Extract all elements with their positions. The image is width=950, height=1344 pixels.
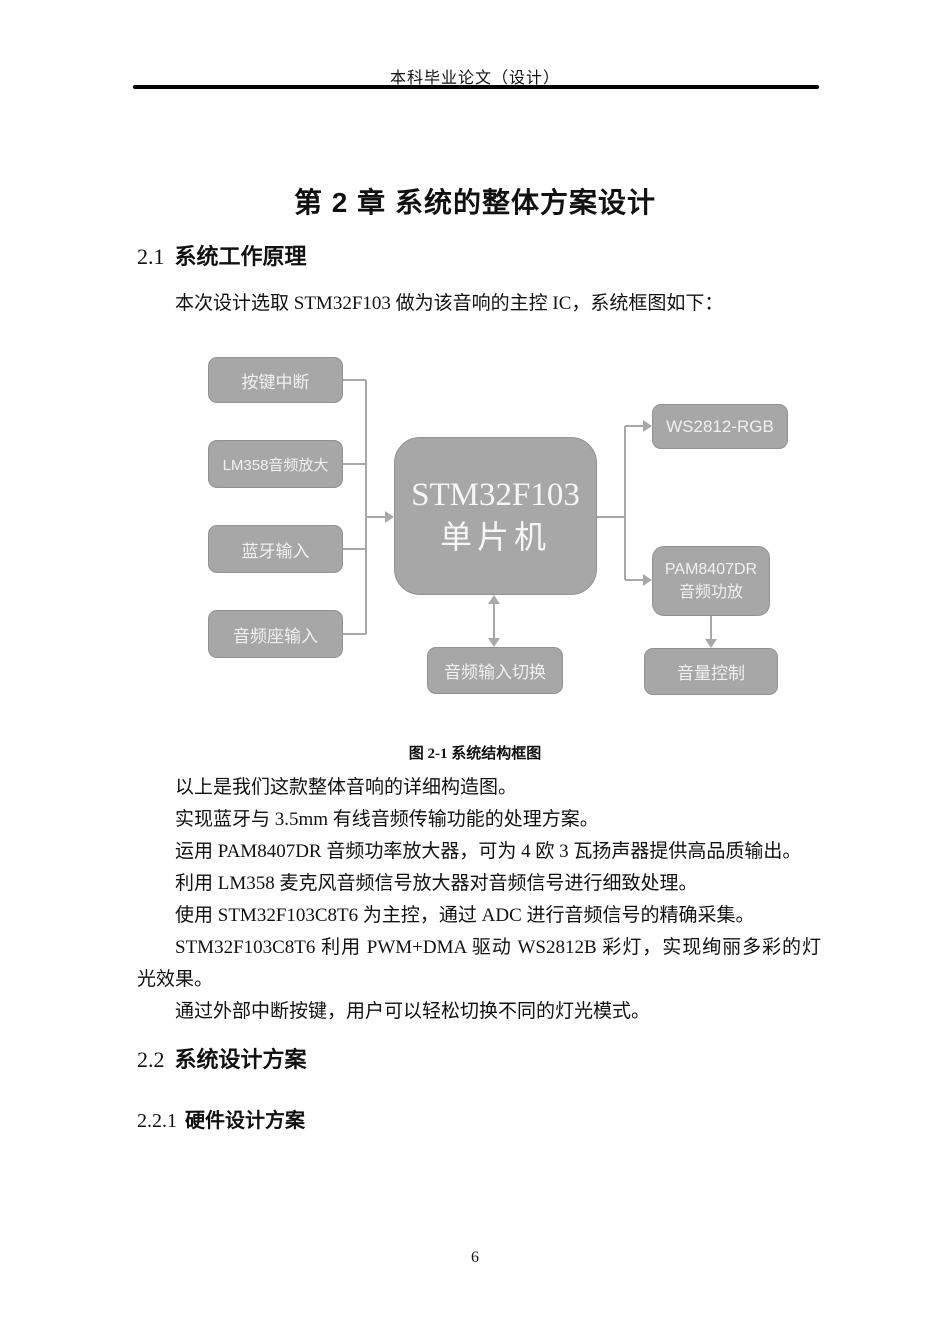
section-number: 2.2	[137, 1047, 165, 1072]
running-header: 本科毕业论文（设计）	[389, 70, 560, 87]
intro-paragraph: 本次设计选取 STM32F103 做为该音响的主控 IC，系统框图如下：	[175, 293, 724, 314]
section-number: 2.1	[137, 244, 165, 269]
paragraph: 运用 PAM8407DR 音频功率放大器，可为 4 欧 3 瓦扬声器提供高品质输…	[175, 841, 802, 862]
node-label: 按键中断	[241, 372, 310, 392]
diagram-node-ws2812-rgb: WS2812-RGB	[652, 404, 788, 449]
paragraph: 以上是我们这款整体音响的详细构造图。	[175, 777, 518, 798]
node-label: 音频座输入	[233, 626, 318, 646]
node-label: 蓝牙输入	[241, 541, 310, 561]
figure-caption: 图 2-1 系统结构框图	[408, 746, 542, 762]
section-heading-2-2: 2.2 系统设计方案	[137, 1042, 307, 1074]
paragraph: 使用 STM32F103C8T6 为主控，通过 ADC 进行音频信号的精确采集。	[175, 905, 755, 926]
node-label: 音频输入切换	[444, 663, 546, 682]
body-paragraphs: 以上是我们这款整体音响的详细构造图。 实现蓝牙与 3.5mm 有线音频传输功能的…	[137, 772, 821, 1028]
section-title: 系统设计方案	[174, 1047, 307, 1072]
section-heading-2-2-1: 2.2.1 硬件设计方案	[137, 1104, 305, 1133]
diagram-node-audio-input-switch: 音频输入切换	[427, 647, 563, 694]
page-number: 6	[471, 1249, 479, 1266]
section-heading-2-1: 2.1 系统工作原理	[137, 239, 307, 271]
header-rule	[133, 85, 819, 89]
diagram-node-audio-jack-input: 音频座输入	[208, 610, 343, 658]
node-label: 音量控制	[677, 664, 745, 683]
mcu-label-line1: STM32F103	[411, 477, 580, 513]
mcu-label-line2: 单片机	[439, 519, 551, 555]
paragraph: 通过外部中断按键，用户可以轻松切换不同的灯光模式。	[175, 1001, 651, 1022]
diagram-node-lm358-amp: LM358音频放大	[208, 440, 343, 488]
diagram-node-mcu: STM32F103 单片机	[394, 437, 597, 595]
paragraph: STM32F103C8T6 利用 PWM+DMA 驱动 WS2812B 彩灯，实…	[137, 937, 821, 990]
node-label: LM358音频放大	[222, 456, 329, 474]
pam-label-line1: PAM8407DR	[664, 561, 758, 578]
diagram-node-pam8407dr: PAM8407DR 音频功放	[652, 546, 770, 616]
node-label: WS2812-RGB	[666, 416, 774, 436]
diagram-node-bluetooth-input: 蓝牙输入	[208, 525, 343, 573]
section-title: 系统工作原理	[174, 244, 307, 269]
paragraph: 利用 LM358 麦克风音频信号放大器对音频信号进行细致处理。	[175, 873, 698, 894]
pam-label-line2: 音频功放	[678, 584, 743, 601]
section-title: 硬件设计方案	[185, 1110, 305, 1132]
diagram-node-volume-control: 音量控制	[644, 648, 778, 695]
section-number: 2.2.1	[137, 1110, 177, 1132]
paragraph: 实现蓝牙与 3.5mm 有线音频传输功能的处理方案。	[175, 809, 599, 830]
chapter-title: 第 2 章 系统的整体方案设计	[294, 187, 656, 218]
diagram-node-key-interrupt: 按键中断	[208, 357, 343, 403]
